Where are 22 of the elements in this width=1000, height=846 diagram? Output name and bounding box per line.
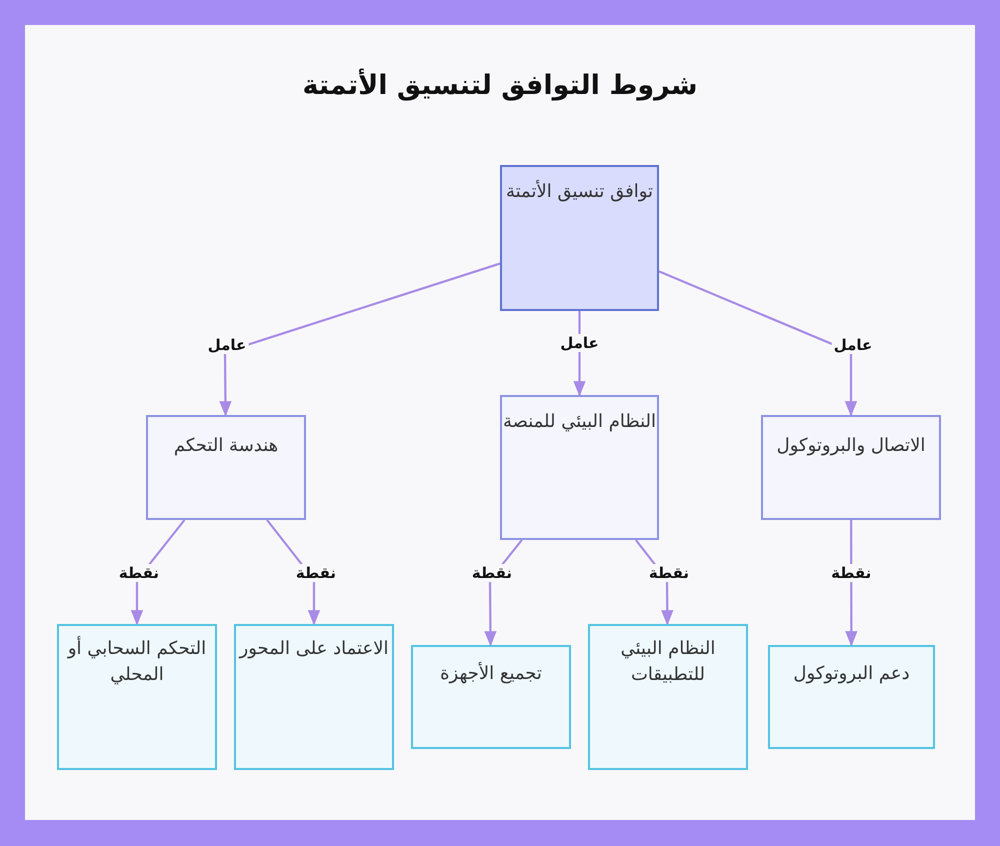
process-box <box>588 624 748 770</box>
node-text: التحكم السحابي أو المحلي <box>66 636 208 688</box>
node-text: توافق تنسيق الأتمتة <box>506 179 654 204</box>
process-box <box>146 415 306 520</box>
arrow <box>658 270 858 417</box>
node-text: دعم البروتوكول <box>793 662 910 686</box>
node-text: النظام البيئي للتطبيقات <box>620 637 716 688</box>
process-box <box>411 645 571 749</box>
process-box <box>500 395 659 540</box>
node-text: الاتصال والبروتوكول <box>776 434 926 458</box>
node-text: تجميع الأجهزة <box>440 661 542 686</box>
node-text: النظام البيئي للمنصة <box>502 410 656 434</box>
edge-label: عامل <box>206 336 248 354</box>
process-box <box>500 165 659 311</box>
process-box <box>768 645 935 749</box>
process-box <box>57 624 217 770</box>
diagram-title: شروط التوافق لتنسيق الأتمتة <box>302 70 698 101</box>
node-text: الاعتماد على المحور <box>240 637 388 661</box>
process-box <box>234 624 394 770</box>
process-box <box>761 415 941 520</box>
arrow <box>219 262 500 417</box>
node-text: هندسة التحكم <box>174 434 278 458</box>
